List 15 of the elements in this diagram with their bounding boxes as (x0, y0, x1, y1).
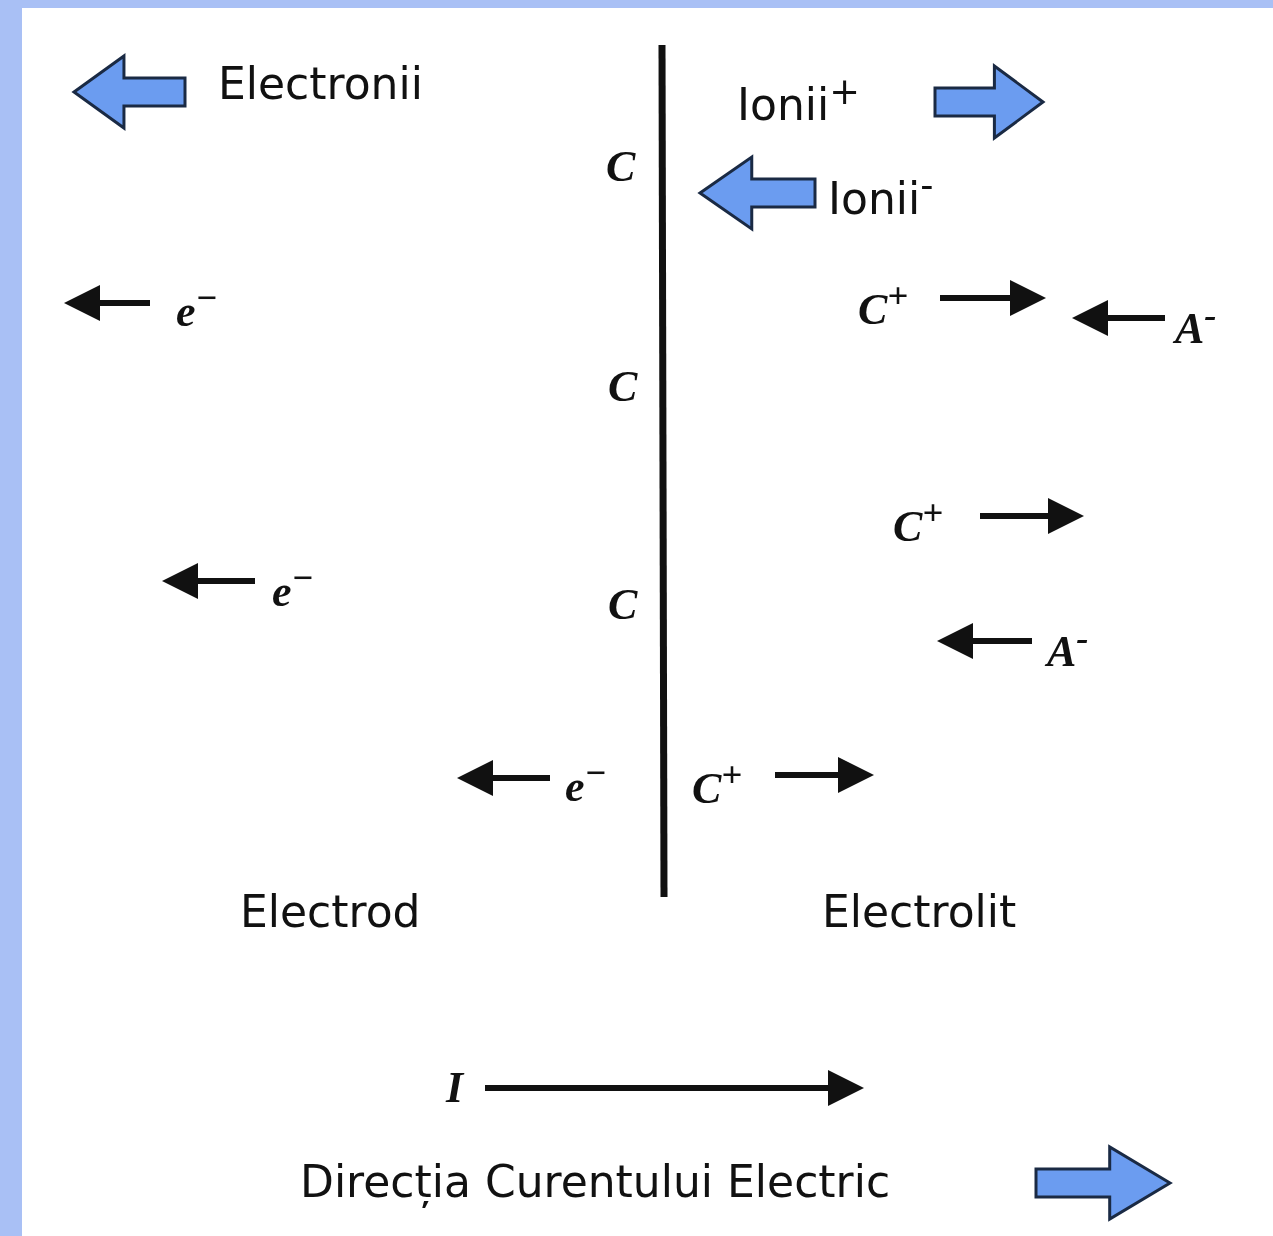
particle-label: e$^{−}$ (176, 280, 218, 334)
particle-label: e$^{−}$ (565, 755, 607, 809)
charge-label: C (608, 583, 638, 627)
current-symbol: I (446, 1066, 464, 1110)
particle-label: C$^{+}$ (893, 495, 944, 549)
particle-label: Electronii (218, 62, 423, 106)
particle-label: Ionii$^{+}$ (737, 74, 860, 127)
particle-label: e$^{−}$ (272, 560, 314, 614)
particle-label: C$^{+}$ (858, 278, 909, 332)
particle-label: Ionii$^{-}$ (828, 168, 934, 221)
charge-label: C (608, 365, 638, 409)
charge-label: C (606, 145, 636, 189)
region-label: Electrod (240, 890, 421, 934)
region-label: Electrolit (822, 890, 1017, 934)
particle-label: C$^{+}$ (692, 757, 743, 811)
